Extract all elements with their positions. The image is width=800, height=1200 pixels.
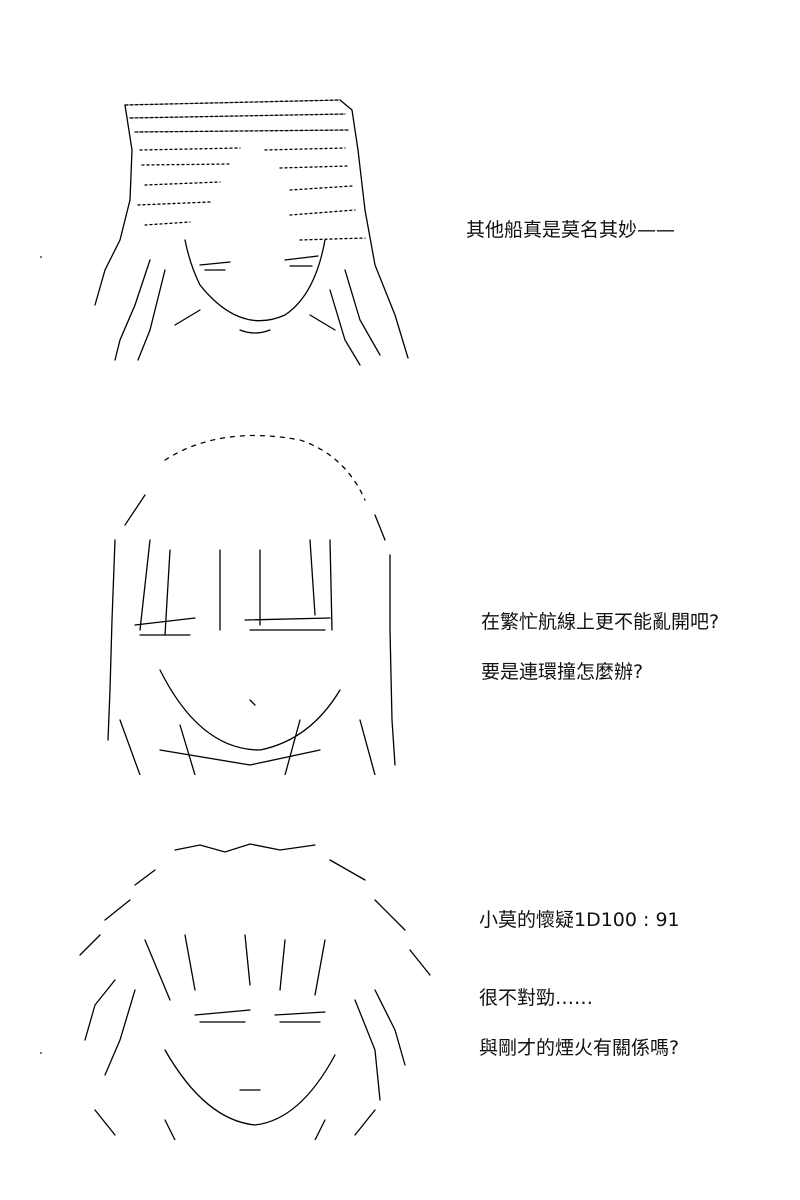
caption-line: 小莫的懷疑1D100 : 91 xyxy=(479,909,680,931)
panel-1: 其他船真是莫名其妙—— xyxy=(0,0,800,400)
caption-line: 與剛才的煙火有關係嗎? xyxy=(479,1037,680,1059)
caption-line: 很不對勁…… xyxy=(479,987,594,1009)
stray-mark xyxy=(40,256,42,258)
messy-hair-girl-ascii-art-icon xyxy=(75,840,435,1140)
stray-mark xyxy=(40,1052,42,1054)
caption-line: 其他船真是莫名其妙—— xyxy=(466,219,676,241)
caption-line: 要是連環撞怎麼辦? xyxy=(481,661,644,683)
panel-2: 在繁忙航線上更不能亂開吧? 要是連環撞怎麼辦? xyxy=(0,400,800,800)
panel-3: 小莫的懷疑1D100 : 91 很不對勁…… 與剛才的煙火有關係嗎? xyxy=(0,800,800,1200)
caption-line: 在繁忙航線上更不能亂開吧? xyxy=(481,611,720,633)
cat-ear-hood-girl-ascii-art-icon xyxy=(90,90,420,380)
bob-hair-girl-ascii-art-icon xyxy=(100,420,410,775)
